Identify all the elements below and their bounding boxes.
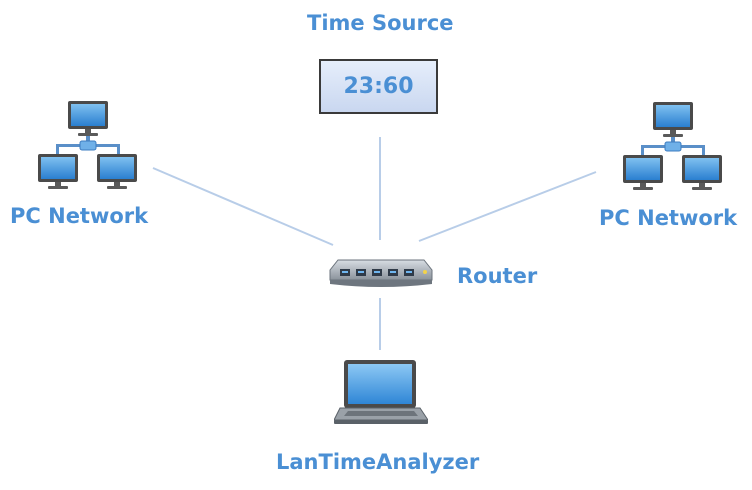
time-display-value: 23:60 [343, 74, 414, 99]
time-source-label: Time Source [307, 11, 454, 35]
pc-network-left-label: PC Network [10, 204, 149, 228]
pc-network-right-label: PC Network [599, 206, 738, 230]
router-label: Router [457, 264, 538, 288]
lan-time-analyzer-label: LanTimeAnalyzer [276, 450, 480, 474]
network-topology-icon [623, 102, 722, 190]
connector-left-network [152, 167, 334, 246]
connector-right-network [418, 171, 597, 242]
laptop-icon [334, 360, 428, 424]
network-topology-icon [38, 101, 137, 189]
router-icon [329, 259, 433, 287]
time-source-display: 23:60 [319, 59, 438, 114]
